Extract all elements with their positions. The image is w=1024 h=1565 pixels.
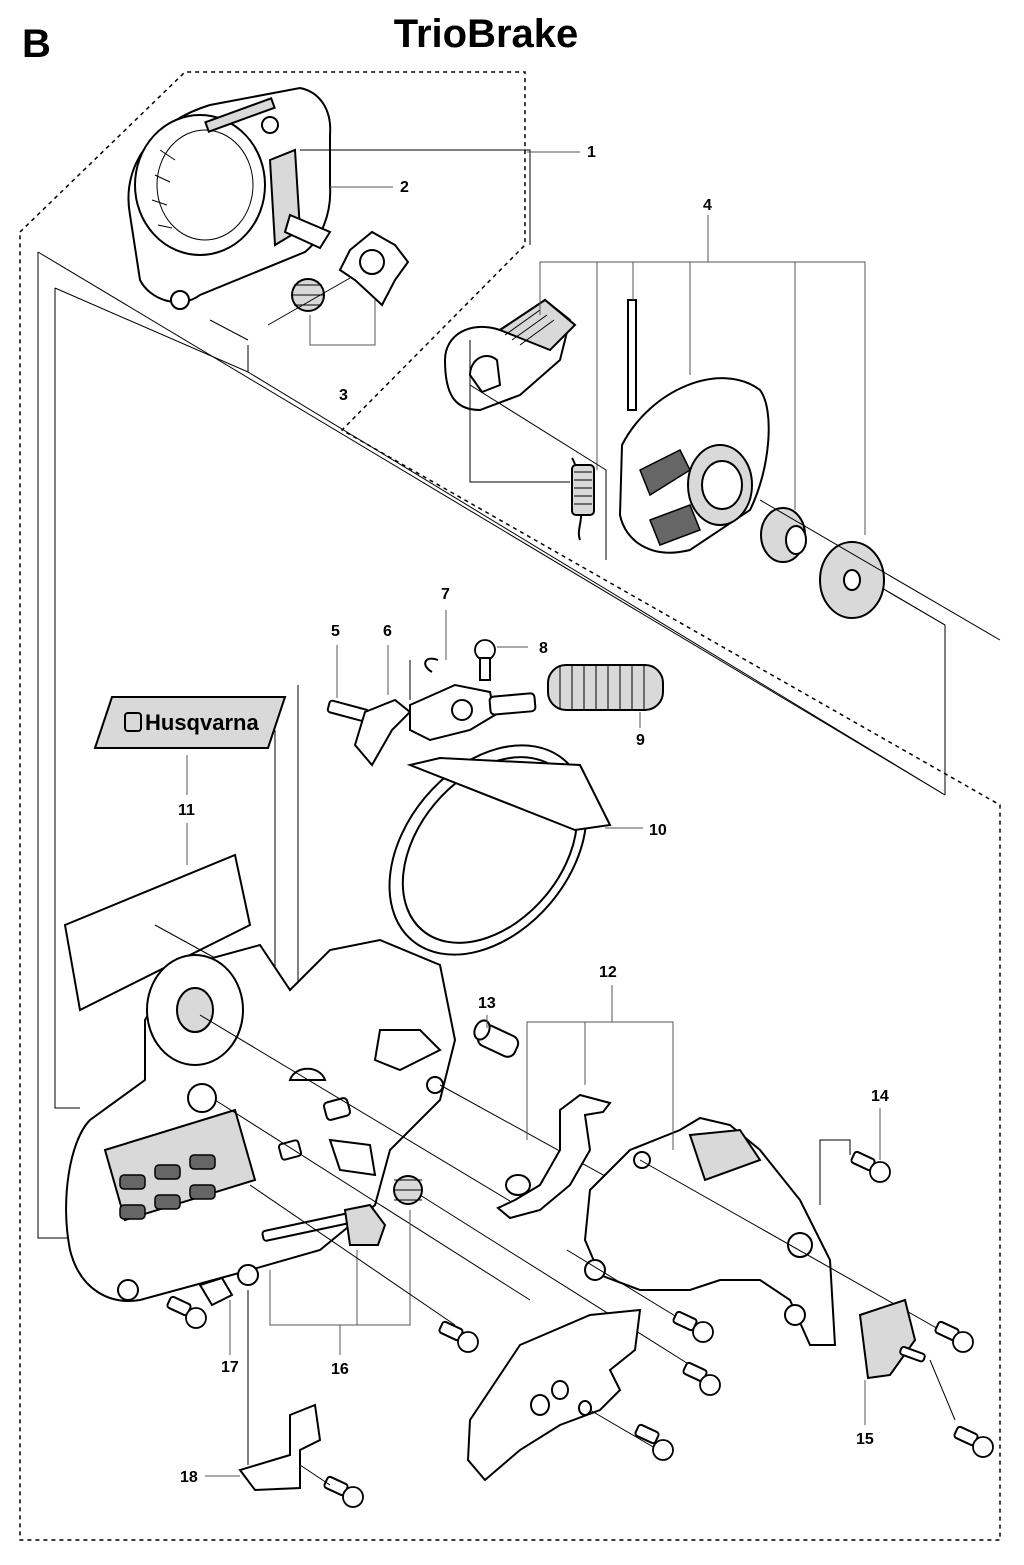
part-6-lever — [353, 645, 412, 767]
callout-14: 14 — [871, 1088, 889, 1105]
part-5-pin — [326, 645, 370, 723]
screw — [438, 1320, 479, 1353]
group-outline-main — [19, 71, 1001, 1541]
screw — [166, 1295, 207, 1329]
screw — [634, 1423, 674, 1461]
part-7-clip — [424, 610, 447, 673]
screw — [682, 1361, 721, 1396]
decal-brand-text: Husqvarna — [145, 710, 259, 735]
screw — [953, 1425, 994, 1458]
part-9-spring — [547, 664, 664, 728]
callout-13: 13 — [478, 995, 496, 1012]
callout-8: 8 — [539, 640, 548, 657]
chain-brake-housing — [65, 938, 457, 1302]
callout-2: 2 — [400, 179, 409, 196]
part-14-screw — [819, 1108, 891, 1205]
part-13-sleeve — [473, 1015, 520, 1058]
screw — [934, 1320, 974, 1353]
part-4-brake-assembly — [443, 298, 885, 619]
screws — [166, 1295, 994, 1508]
section-letter: B — [22, 22, 51, 66]
callout-1: 1 — [587, 144, 596, 161]
callout-5: 5 — [331, 623, 340, 640]
part-18-clip — [205, 1290, 322, 1492]
callout-17: 17 — [221, 1359, 239, 1376]
guide-lines — [37, 251, 946, 1239]
part-12-bracket — [496, 1093, 837, 1346]
guide-bar-plate — [466, 1308, 642, 1482]
part-11-decal: Husqvarna — [63, 696, 287, 1012]
part-3-sprocket — [267, 230, 410, 326]
callout-3: 3 — [339, 387, 348, 404]
callout-4: 4 — [703, 197, 712, 214]
part-17-block — [198, 1276, 234, 1355]
part-8-screw — [474, 639, 528, 681]
callout-labels: 1 2 3 4 5 6 7 8 9 10 11 12 13 14 15 16 1… — [178, 144, 889, 1486]
part-6-linkage — [409, 683, 537, 742]
callout-12: 12 — [599, 964, 617, 981]
callout-16: 16 — [331, 1361, 349, 1378]
screw — [672, 1310, 714, 1343]
callout-6: 6 — [383, 623, 392, 640]
callout-10: 10 — [649, 822, 667, 839]
callout-11: 11 — [178, 802, 195, 819]
part-15-block — [858, 1298, 956, 1425]
callout-15: 15 — [856, 1431, 874, 1448]
part-4-leader — [469, 215, 1001, 641]
callout-9: 9 — [636, 732, 645, 749]
part-16-pin-assembly — [237, 1175, 423, 1286]
diagram-title: TrioBrake — [393, 12, 579, 56]
callout-7: 7 — [441, 586, 450, 603]
part-10-brake-band — [388, 744, 643, 956]
screw — [323, 1475, 364, 1508]
part-2-clutch-cover — [127, 86, 332, 310]
callout-18: 18 — [180, 1469, 198, 1486]
